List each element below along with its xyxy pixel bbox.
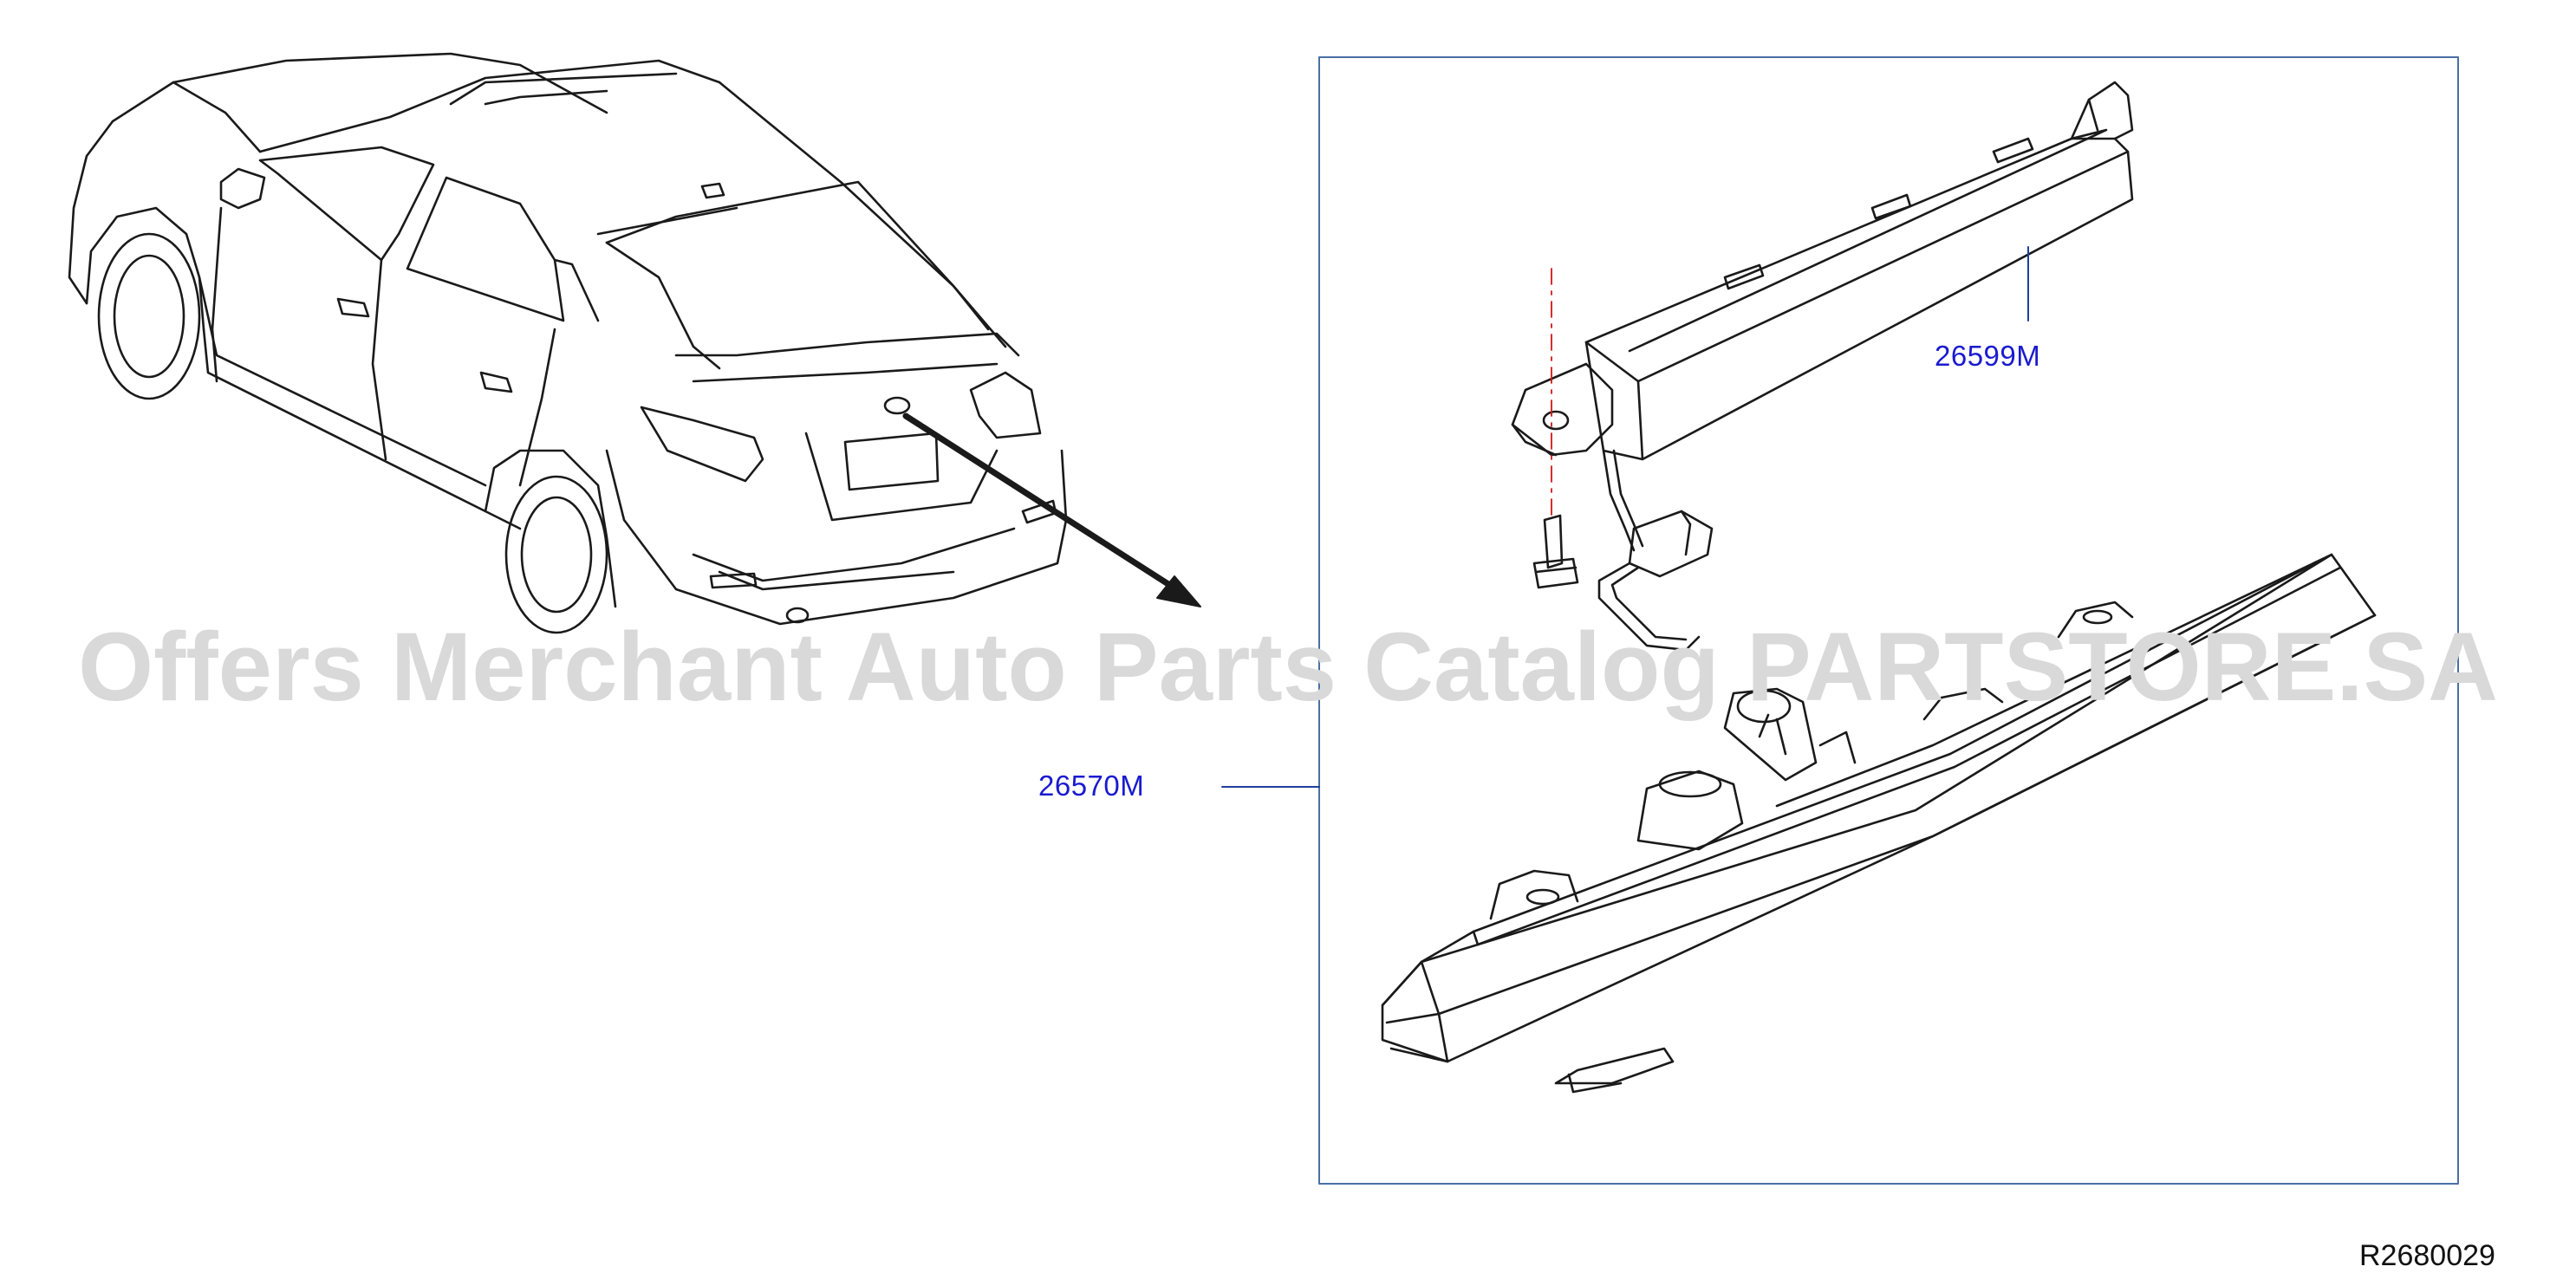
location-arrow xyxy=(902,412,1201,607)
diagram-code: R2680029 xyxy=(2359,1239,2495,1272)
callout-upper-part[interactable]: 26599M xyxy=(1935,340,2041,372)
callout-lower-part[interactable]: 26570M xyxy=(1038,770,1145,802)
car-illustration xyxy=(68,52,1068,634)
upper-lamp-unit xyxy=(1511,81,2134,652)
detail-frame xyxy=(1318,56,2459,1185)
lower-lamp-assembly xyxy=(1381,553,2377,1094)
watermark-text: Offers Merchant Auto Parts Catalog PARTS… xyxy=(77,613,2499,721)
